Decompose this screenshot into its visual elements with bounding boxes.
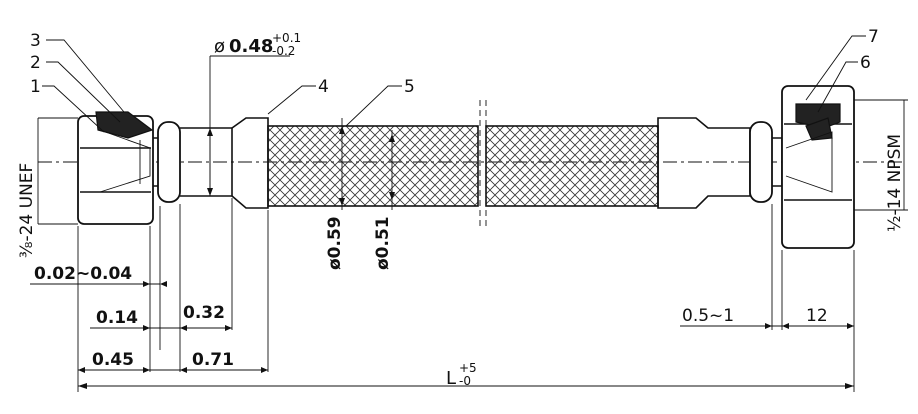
dim-05-1: 0.5~1 [682, 306, 734, 326]
braid-id-label: ø0.51 [373, 216, 393, 270]
callout-2: 2 [30, 53, 41, 73]
tube-dia-value: 0.48 [229, 36, 273, 57]
left-nut [77, 111, 154, 225]
callout-6: 6 [860, 53, 871, 73]
callout-1: 1 [30, 77, 41, 97]
callout-7: 7 [868, 27, 879, 47]
callout-4: 4 [318, 77, 329, 97]
dimension-lines [30, 55, 908, 389]
left-thread-label: ⅜-24 UNEF [17, 163, 37, 258]
length-symbol: L [446, 368, 456, 389]
braid-od-label: ø0.59 [325, 216, 345, 270]
tube-tol-upper: +0.1 [272, 31, 301, 45]
right-thread-label: ½-14 NPSM [885, 134, 905, 232]
tube-dia-symbol: ø [214, 36, 225, 57]
dim-002-004: 0.02~0.04 [34, 264, 132, 284]
dim-032: 0.32 [183, 303, 225, 323]
right-fitting [657, 117, 783, 209]
right-nut [781, 85, 855, 249]
dim-045: 0.45 [92, 350, 134, 370]
leader-lines [42, 35, 866, 133]
callout-5: 5 [404, 77, 415, 97]
callout-3: 3 [30, 31, 41, 51]
dim-12: 12 [806, 306, 828, 326]
extension-lines [77, 56, 855, 392]
length-tol-upper: +5 [459, 361, 477, 375]
left-fitting [153, 117, 269, 209]
length-tol-lower: -0 [459, 374, 471, 388]
dim-014: 0.14 [96, 308, 138, 328]
tube-tol-lower: -0.2 [272, 44, 295, 58]
dim-071: 0.71 [192, 350, 234, 370]
braided-hose [267, 100, 659, 230]
